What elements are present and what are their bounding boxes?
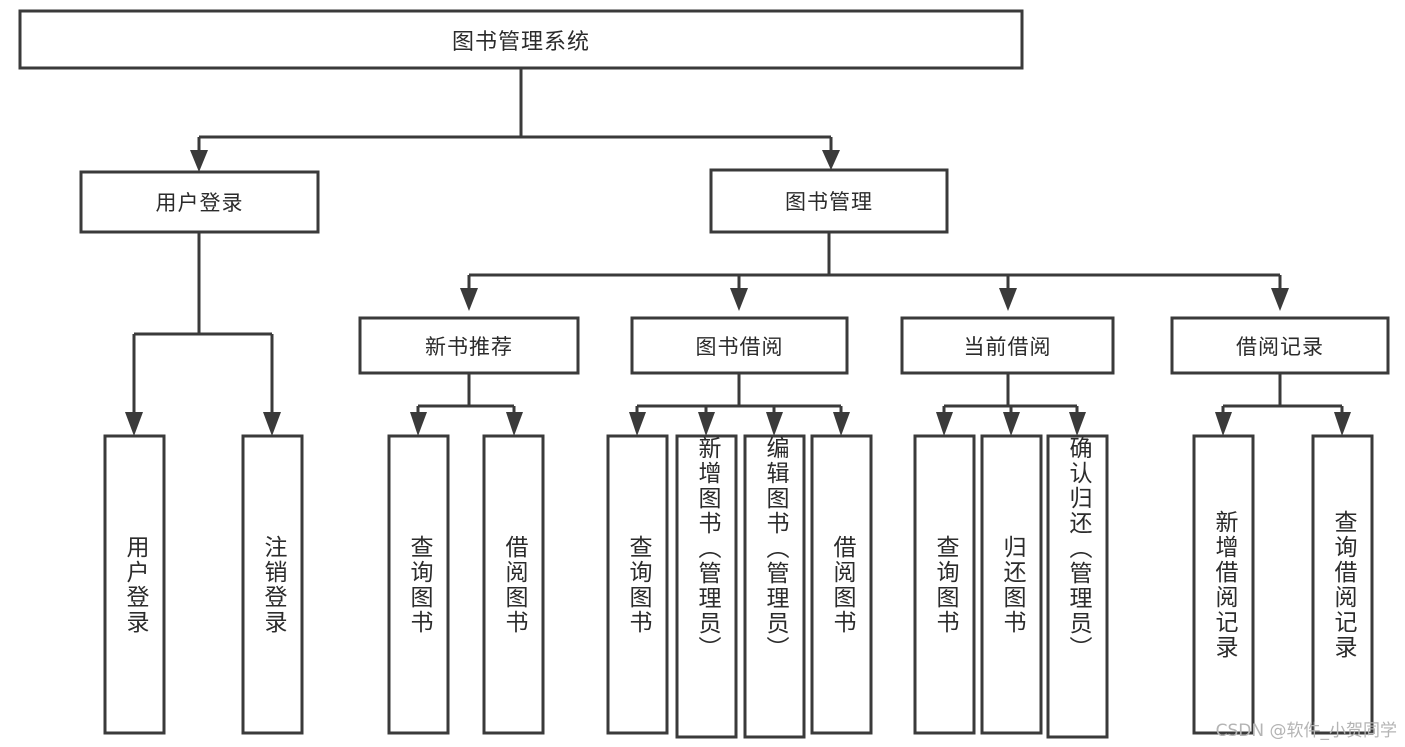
leaf-box-add-borrow-record[interactable] <box>1192 434 1255 735</box>
leaf-box-borrow-book-2[interactable] <box>810 434 873 735</box>
arrow-head-icon <box>936 412 953 436</box>
leaf-box-add-book-admin[interactable] <box>675 434 738 739</box>
leaf-box-confirm-return-admin[interactable] <box>1046 434 1109 739</box>
leaf-box-user-login[interactable] <box>103 434 166 735</box>
arrow-head-icon <box>410 412 427 436</box>
node-user-login-box[interactable] <box>79 170 320 234</box>
connector-borrow-record-to-leaves <box>1215 373 1351 436</box>
arrow-head-icon <box>822 150 840 170</box>
arrow-head-icon <box>460 288 478 311</box>
node-borrow-record-box[interactable] <box>1170 316 1390 375</box>
arrow-head-icon <box>999 288 1017 311</box>
node-root-box[interactable] <box>18 9 1024 70</box>
connector-book-manage-to-level2 <box>460 232 1289 311</box>
arrow-head-icon <box>1215 412 1232 436</box>
arrow-head-icon <box>766 412 783 436</box>
arrow-head-icon <box>190 150 208 172</box>
leaf-box-query-borrow-record[interactable] <box>1311 434 1374 735</box>
leaf-box-return-book[interactable] <box>980 434 1043 735</box>
node-new-book-recommend-box[interactable] <box>358 316 580 375</box>
node-current-borrow-box[interactable] <box>900 316 1115 375</box>
leaf-box-query-book-2[interactable] <box>606 434 669 735</box>
connector-new-book-recommend-to-leaves <box>410 373 523 436</box>
leaf-box-borrow-book-1[interactable] <box>482 434 545 735</box>
arrow-head-icon <box>1069 412 1086 436</box>
leaf-box-logout[interactable] <box>241 434 304 735</box>
arrow-head-icon <box>263 412 281 436</box>
node-book-manage-box[interactable] <box>709 168 949 234</box>
arrow-head-icon <box>1334 412 1351 436</box>
arrow-head-icon <box>730 288 748 311</box>
connector-current-borrow-to-leaves <box>936 373 1086 436</box>
arrow-head-icon <box>698 412 715 436</box>
leaf-box-query-book-3[interactable] <box>913 434 976 735</box>
arrow-head-icon <box>1271 288 1289 311</box>
arrow-head-icon <box>629 412 646 436</box>
leaf-box-edit-book-admin[interactable] <box>743 434 806 739</box>
leaf-box-query-book-1[interactable] <box>387 434 450 735</box>
arrow-head-icon <box>833 412 850 436</box>
arrow-head-icon <box>125 412 143 436</box>
node-book-borrow-box[interactable] <box>630 316 849 375</box>
connector-user-login-to-leaves <box>125 232 281 436</box>
connector-root-to-level1 <box>190 68 840 172</box>
arrow-head-icon <box>1003 412 1020 436</box>
connector-book-borrow-to-leaves <box>629 373 850 436</box>
arrow-head-icon <box>506 412 523 436</box>
